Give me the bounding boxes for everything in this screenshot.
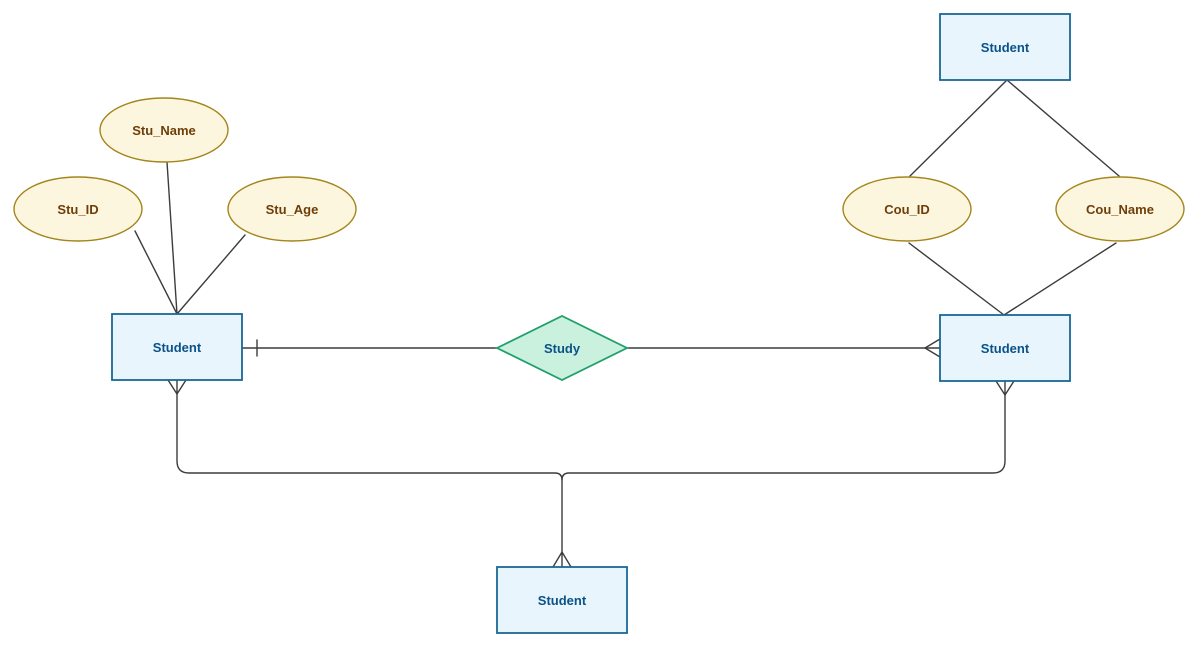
many-crowfoot-bottom-entity-top xyxy=(552,551,572,568)
attribute-stu-age[interactable] xyxy=(227,176,357,242)
attribute-stu-name-label: Stu_Name xyxy=(132,123,196,138)
entity-left-label: Student xyxy=(153,340,202,355)
entity-bottom-label: Student xyxy=(538,593,587,608)
connector-top-entity-cou-id xyxy=(909,79,1008,177)
entity-top[interactable] xyxy=(939,13,1071,81)
relationship-study[interactable] xyxy=(494,314,630,382)
attribute-stu-id-label: Stu_ID xyxy=(57,202,98,217)
relationship-study-label: Study xyxy=(544,341,581,356)
entity-right-label: Student xyxy=(981,341,1030,356)
attribute-stu-name[interactable] xyxy=(99,97,229,163)
connector-right-entity-bottom xyxy=(561,394,1006,481)
attribute-cou-id[interactable] xyxy=(842,176,972,242)
entity-bottom[interactable] xyxy=(496,566,628,634)
connector-stu-name xyxy=(166,161,178,315)
attribute-cou-name[interactable] xyxy=(1055,176,1185,242)
attribute-stu-age-label: Stu_Age xyxy=(266,202,319,217)
connector-stu-age xyxy=(176,234,246,315)
connector-top-entity-cou-name xyxy=(1006,79,1120,177)
attribute-stu-id[interactable] xyxy=(13,176,143,242)
connector-stu-id xyxy=(134,230,178,315)
many-crowfoot-left-entity-bottom xyxy=(167,379,187,395)
attribute-cou-name-label: Cou_Name xyxy=(1086,202,1154,217)
connector-cou-id-right-entity xyxy=(908,242,1005,316)
attribute-cou-id-label: Cou_ID xyxy=(884,202,930,217)
entity-left[interactable] xyxy=(111,313,243,381)
connector-left-entity-bottom xyxy=(176,393,563,553)
entity-right[interactable] xyxy=(939,314,1071,382)
entity-top-label: Student xyxy=(981,40,1030,55)
connector-cou-name-right-entity xyxy=(1003,242,1117,316)
many-crowfoot-right-entity-left xyxy=(924,338,941,358)
many-crowfoot-right-entity-bottom xyxy=(995,380,1015,396)
